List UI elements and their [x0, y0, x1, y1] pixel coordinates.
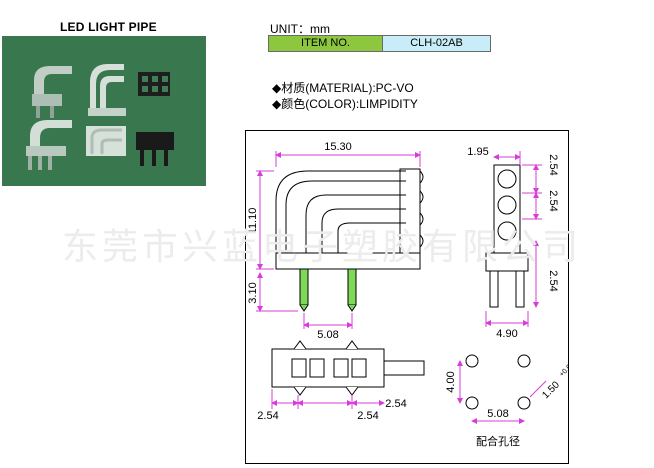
dim-top-right: 2.54	[385, 398, 406, 410]
side-dimensions	[256, 151, 421, 329]
item-number-value: CLH-02AB	[383, 36, 490, 51]
dim-side-height: 11.10	[247, 208, 259, 235]
product-photo	[2, 36, 206, 186]
dim-pitch-c: 2.54	[547, 270, 559, 291]
dim-top-mid: 2.54	[357, 410, 378, 422]
dim-pin-length: 3.10	[247, 282, 259, 303]
color-spec: ◆颜色(COLOR):LIMPIDITY	[272, 97, 418, 111]
hole-caption: 配合孔径	[476, 434, 520, 448]
unit-label: UNIT：mm	[270, 22, 330, 36]
dim-pitch-b: 2.54	[547, 190, 559, 211]
item-number-label: ITEM NO.	[269, 36, 383, 51]
dim-front-offset: 1.95	[467, 146, 488, 158]
side-view	[275, 168, 424, 270]
dim-hole-vertical: 4.00	[445, 371, 457, 392]
top-view	[271, 340, 425, 396]
material-spec: ◆材质(MATERIAL):PC-VO	[272, 81, 414, 95]
hole-dimensions	[457, 360, 547, 424]
top-dimensions	[271, 389, 385, 409]
front-view	[485, 164, 529, 308]
dim-pitch-a: 2.54	[547, 154, 559, 175]
hole-pattern	[465, 354, 531, 410]
dim-pin-pitch: 5.08	[317, 329, 338, 341]
front-dimensions	[485, 151, 542, 327]
item-number-table: ITEM NO. CLH-02AB	[268, 35, 491, 52]
dim-hole-tolerance: +0.05 -0	[558, 355, 568, 378]
dim-side-width: 15.30	[324, 141, 352, 153]
side-pins	[299, 268, 357, 312]
dim-front-width: 4.90	[496, 328, 517, 340]
dim-hole-diameter: 1.50	[540, 379, 562, 401]
product-title: LED LIGHT PIPE	[60, 20, 157, 34]
dim-top-left: 2.54	[257, 410, 278, 422]
technical-drawing: 15.30 11.10 3.10 5.08 1.95 2	[245, 130, 582, 464]
dim-hole-pitch: 5.08	[487, 408, 508, 420]
